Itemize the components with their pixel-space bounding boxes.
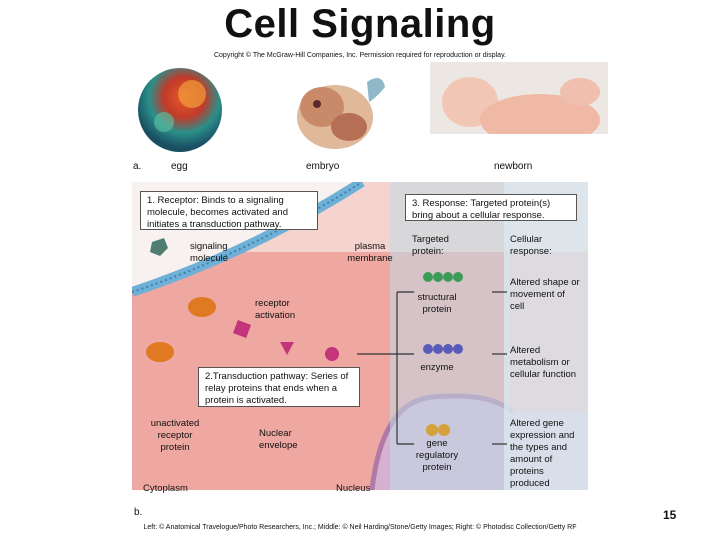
- panel-a-label: a.: [133, 161, 142, 172]
- structural-protein-shape: [423, 272, 463, 282]
- cell-diagram: [132, 182, 588, 490]
- enzyme-label: enzyme: [420, 362, 454, 373]
- unactivated-receptor-label: unactivated receptor protein: [150, 418, 200, 453]
- page-title: Cell Signaling: [224, 2, 496, 46]
- page-number: 15: [663, 508, 677, 522]
- step2-box: 2.Transduction pathway: Series of relay …: [198, 367, 360, 407]
- receptor-activation-label: receptor activation: [255, 298, 296, 321]
- relay-protein-1: [233, 320, 251, 338]
- gene-regulatory-protein-shape: [426, 424, 450, 436]
- photo-credits: Left: © Anatomical Travelogue/Photo Rese…: [143, 524, 577, 531]
- relay-protein-3: [325, 347, 339, 361]
- egg-label: egg: [171, 161, 188, 172]
- egg-photo: [134, 62, 226, 156]
- signaling-molecule-shape: [150, 238, 168, 256]
- receptor-shape: [188, 297, 216, 317]
- cytoplasm-label: Cytoplasm: [143, 483, 188, 494]
- relay-protein-2: [280, 342, 294, 355]
- gene-regulatory-protein-label: gene regulatory protein: [415, 438, 459, 473]
- panel-b-label: b.: [134, 507, 143, 518]
- response-gene-expression: Altered gene expression and the types an…: [510, 418, 575, 489]
- signaling-molecule-label: signaling molecule: [190, 241, 229, 264]
- targeted-protein-header: Targeted protein:: [412, 234, 449, 257]
- targeted-column: [390, 182, 510, 490]
- embryo-label: embryo: [306, 161, 340, 172]
- unactivated-receptor-shape: [146, 342, 174, 362]
- cellular-response-header: Cellular response:: [510, 234, 552, 257]
- enzyme-shape: [423, 344, 463, 354]
- response-column: [504, 182, 588, 490]
- newborn-photo: [430, 62, 608, 156]
- nucleus-label: Nucleus: [336, 483, 371, 494]
- nuclear-envelope-label: Nuclear envelope: [259, 428, 298, 451]
- embryo-photo: [277, 62, 392, 156]
- copyright-notice: Copyright © The McGraw-Hill Companies, I…: [213, 52, 506, 59]
- structural-protein-label: structural protein: [417, 292, 457, 315]
- newborn-label: newborn: [494, 161, 533, 172]
- step1-box: 1. Receptor: Binds to a signaling molecu…: [140, 191, 318, 230]
- step3-box: 3. Response: Targeted protein(s) bring a…: [405, 194, 577, 221]
- plasma-membrane-label: plasma membrane: [347, 241, 393, 264]
- response-metabolism: Altered metabolism or cellular function: [510, 345, 577, 380]
- response-shape: Altered shape or movement of cell: [510, 277, 580, 312]
